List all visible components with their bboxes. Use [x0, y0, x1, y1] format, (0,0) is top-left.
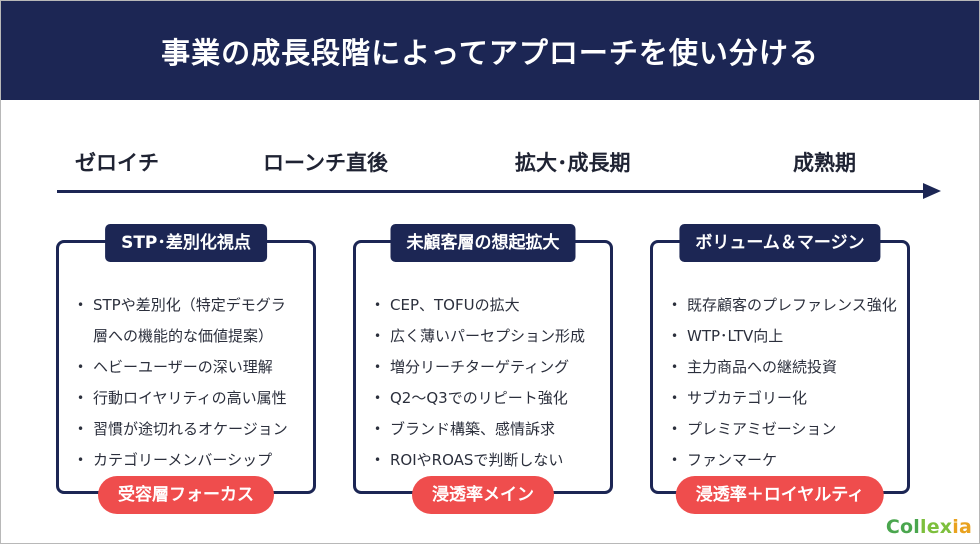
list-item: 広く薄いパーセプション形成: [374, 321, 602, 352]
list-item-text: 既存顧客のプレファレンス強化: [687, 296, 897, 314]
list-item-text: 増分リーチターゲティング: [390, 358, 570, 376]
card-badge: 浸透率＋ロイヤルティ: [675, 476, 885, 514]
card-title: 未顧客層の想起拡大: [390, 224, 576, 262]
list-item: ファンマーケ: [671, 445, 899, 476]
list-item-text: 層への機能的な価値提案）: [93, 327, 274, 345]
list-item: サブカテゴリー化: [671, 383, 899, 414]
list-item: CEP、TOFUの拡大: [374, 290, 602, 321]
list-item-text: 行動ロイヤリティの高い属性: [93, 389, 287, 407]
list-item: プレミアミゼーション: [671, 414, 899, 445]
list-item: Q2～Q3でのリピート強化: [374, 383, 602, 414]
list-item-text: STPや差別化（特定デモグラ: [93, 296, 286, 314]
list-item-text: サブカテゴリー化: [687, 389, 808, 407]
list-item: ROIやROASで判断しない: [374, 445, 602, 476]
list-item-text: CEP、TOFUの拡大: [390, 296, 520, 314]
collexia-logo: Collexia: [886, 516, 972, 538]
timeline-arrow-line: [57, 190, 927, 193]
card-item-list: CEP、TOFUの拡大 広く薄いパーセプション形成 増分リーチターゲティング Q…: [374, 290, 602, 476]
card-title: ボリューム＆マージン: [679, 224, 881, 262]
list-item-text: ROIやROASで判断しない: [390, 451, 564, 469]
list-item: 習慣が途切れるオケージョン: [77, 414, 305, 445]
list-item-text: Q2～Q3でのリピート強化: [390, 389, 568, 407]
logo-text-part: Col: [885, 516, 920, 538]
logo-text-part: ia: [952, 516, 972, 538]
list-item-text: 習慣が途切れるオケージョン: [93, 420, 288, 438]
list-item-text: ヘビーユーザーの深い理解: [93, 358, 273, 376]
list-item-text: プレミアミゼーション: [687, 420, 837, 438]
list-item: 主力商品への継続投資: [671, 352, 899, 383]
card-item-list: 既存顧客のプレファレンス強化 WTP･LTV向上 主力商品への継続投資 サブカテ…: [671, 290, 899, 476]
card-badge: 受容層フォーカス: [98, 476, 274, 514]
card-awareness: 未顧客層の想起拡大 CEP、TOFUの拡大 広く薄いパーセプション形成 増分リー…: [353, 224, 613, 514]
list-item-text: ファンマーケ: [687, 451, 778, 469]
header-banner: 事業の成長段階によってアプローチを使い分ける: [1, 1, 979, 100]
list-item: 行動ロイヤリティの高い属性: [77, 383, 305, 414]
logo-text-part: lex: [920, 516, 953, 538]
card-title: STP･差別化視点: [105, 224, 267, 262]
phase-label-post-launch: ローンチ直後: [263, 151, 388, 175]
list-item: カテゴリーメンバーシップ: [77, 445, 305, 476]
phase-label-zero-to-one: ゼロイチ: [75, 151, 159, 175]
card-badge: 浸透率メイン: [412, 476, 554, 514]
phase-label-maturity: 成熟期: [793, 151, 856, 175]
list-item: STPや差別化（特定デモグラ 層への機能的な価値提案）: [77, 290, 305, 352]
phase-label-growth: 拡大･成長期: [515, 151, 631, 175]
card-stp: STP･差別化視点 STPや差別化（特定デモグラ 層への機能的な価値提案） ヘビ…: [56, 224, 316, 514]
list-item: 既存顧客のプレファレンス強化: [671, 290, 899, 321]
list-item-text: 広く薄いパーセプション形成: [390, 327, 586, 345]
card-item-list: STPや差別化（特定デモグラ 層への機能的な価値提案） ヘビーユーザーの深い理解…: [77, 290, 305, 476]
list-item: ヘビーユーザーの深い理解: [77, 352, 305, 383]
list-item: WTP･LTV向上: [671, 321, 899, 352]
list-item: ブランド構築、感情訴求: [374, 414, 602, 445]
list-item-text: ブランド構築、感情訴求: [390, 420, 556, 438]
page-title: 事業の成長段階によってアプローチを使い分ける: [161, 35, 819, 70]
list-item-text: カテゴリーメンバーシップ: [93, 451, 273, 469]
list-item: 増分リーチターゲティング: [374, 352, 602, 383]
card-volume-margin: ボリューム＆マージン 既存顧客のプレファレンス強化 WTP･LTV向上 主力商品…: [650, 224, 910, 514]
timeline-arrow-head-icon: [923, 183, 941, 199]
list-item-text: 主力商品への継続投資: [687, 358, 838, 376]
list-item-text: WTP･LTV向上: [687, 327, 784, 345]
